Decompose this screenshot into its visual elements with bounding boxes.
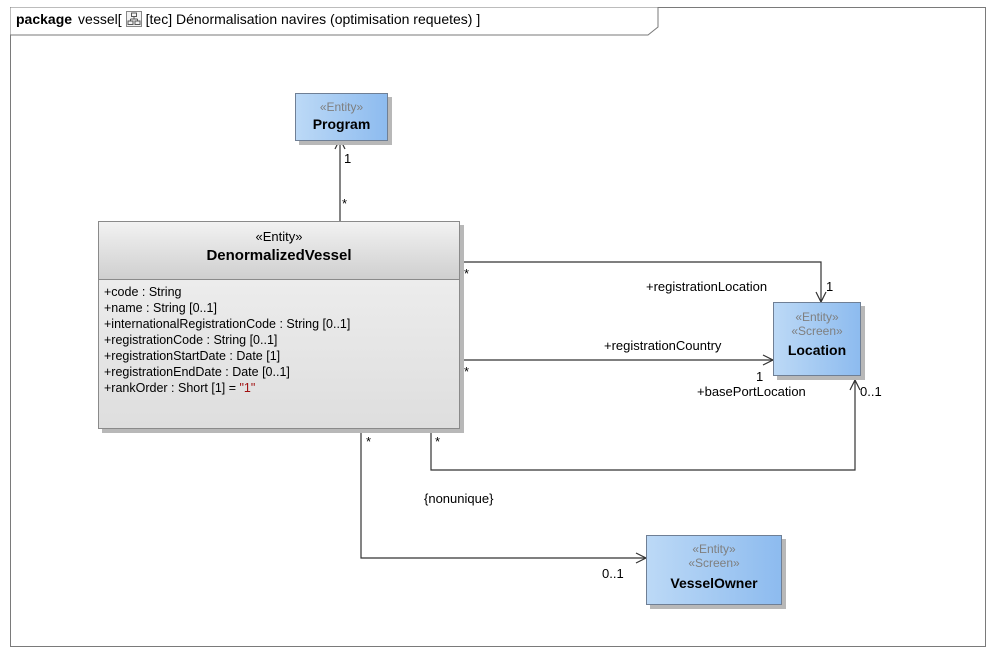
reg-country-role: +registrationCountry [604,338,722,353]
attribute-type: : String [0..1] [142,301,217,315]
program-multiplicity-one: 1 [344,151,352,166]
reg-location-role: +registrationLocation [646,279,768,294]
attribute-row[interactable]: +name : String [0..1] [104,300,459,316]
program-multiplicity-many: * [342,196,348,211]
vessel-stereotype: «Entity» [255,229,303,244]
reg-country-source-multiplicity: * [464,364,470,379]
location-stereotype-screen: «Screen» [791,324,843,338]
class-location[interactable]: «Entity» «Screen» Location [773,302,861,376]
assoc-base-port-line [430,380,856,471]
attribute-row[interactable]: +internationalRegistrationCode : String … [104,316,459,332]
class-program[interactable]: «Entity» Program [295,93,388,141]
attribute-name: +code [104,285,139,299]
attribute-row[interactable]: +registrationEndDate : Date [0..1] [104,364,459,380]
assoc-reg-location-line [460,261,822,302]
package-keyword: package [16,11,73,27]
attribute-name: +registrationCode [104,333,204,347]
vessel-header: «Entity» DenormalizedVessel [99,222,459,280]
vessel-attributes: +code : String +name : String [0..1] +in… [99,280,459,428]
vessel-owner-name: VesselOwner [670,575,758,591]
class-denormalized-vessel[interactable]: «Entity» DenormalizedVessel +code : Stri… [98,221,460,429]
class-diagram-icon [125,11,142,27]
reg-location-source-multiplicity: * [464,266,470,281]
assoc-owner-line [360,429,646,559]
attribute-name: +name [104,301,143,315]
class-vessel-owner[interactable]: «Entity» «Screen» VesselOwner [646,535,782,605]
attribute-row[interactable]: +registrationCode : String [0..1] [104,332,459,348]
diagram-title: [tec] Dénormalisation navires (optimisat… [145,11,481,27]
vessel-owner-stereotype-screen: «Screen» [688,556,740,570]
program-stereotype: «Entity» [319,100,364,114]
attribute-type: : String [0..1] [276,317,351,331]
location-name: Location [787,342,847,358]
attribute-type: : String [138,285,182,299]
reg-country-multiplicity: 1 [756,369,764,384]
attribute-name: +registrationEndDate [104,365,222,379]
attribute-type: : Short [1] = [167,381,240,395]
location-stereotype-entity: «Entity» [795,310,839,324]
reg-location-multiplicity: 1 [826,279,834,294]
attribute-row[interactable]: +code : String [104,284,459,300]
attribute-name: +registrationStartDate [104,349,226,363]
attribute-row[interactable]: +registrationStartDate : Date [1] [104,348,459,364]
attribute-name: +internationalRegistrationCode [104,317,276,331]
base-port-source-multiplicity: * [435,434,441,449]
attribute-row[interactable]: +rankOrder : Short [1] = "1" [104,380,459,396]
program-name: Program [312,116,371,132]
attribute-type: : Date [1] [225,349,281,363]
vessel-name: DenormalizedVessel [206,247,352,264]
package-name: vessel[ [78,11,122,27]
package-tab [10,7,659,36]
base-port-multiplicity: 0..1 [860,384,882,399]
package-title[interactable]: package vessel[ [tec] Dénormalisation na… [16,11,480,27]
owner-source-multiplicity: * [366,434,372,449]
owner-constraint: {nonunique} [424,491,494,506]
attribute-type: : Date [0..1] [221,365,290,379]
attribute-default: "1" [239,381,256,395]
attribute-type: : String [0..1] [203,333,278,347]
attribute-name: +rankOrder [104,381,168,395]
base-port-role: +basePortLocation [697,384,806,399]
owner-multiplicity: 0..1 [602,566,624,581]
vessel-owner-stereotype-entity: «Entity» [692,542,736,556]
assoc-base-port-arrow [849,378,861,391]
